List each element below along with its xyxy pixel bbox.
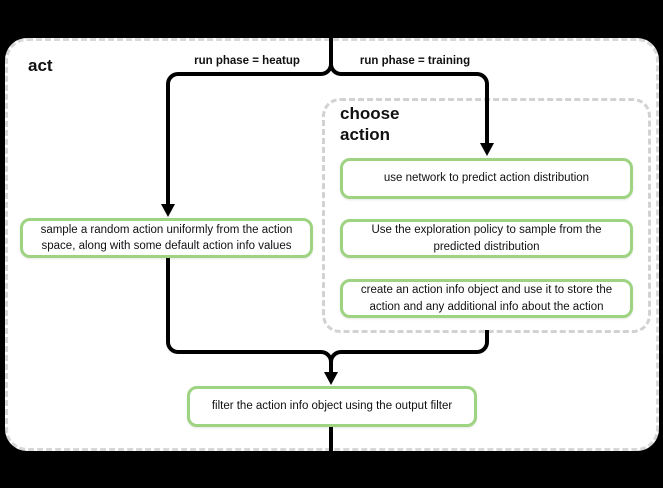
arrowhead-into-filter-node (324, 372, 338, 385)
training-corner-down (475, 72, 489, 92)
merge-hline-left (178, 350, 321, 354)
node-sample-random-action: sample a random action uniformly from th… (20, 218, 313, 258)
node-create-action-info: create an action info object and use it … (340, 279, 633, 318)
arrowhead-into-sample-node (161, 204, 175, 217)
group-out-vline (485, 330, 489, 336)
merge-junction-corner-right (329, 350, 343, 372)
heatup-branch-vline (166, 90, 170, 205)
arrowhead-into-predict-node (480, 143, 494, 156)
node-exploration-policy: Use the exploration policy to sample fro… (340, 219, 633, 258)
merge-stem-vline (329, 368, 333, 375)
branch-label-heatup: run phase = heatup (194, 55, 300, 67)
node-predict-distribution: use network to predict action distributi… (340, 158, 633, 199)
merge-corner-left (166, 334, 180, 354)
heatup-corner-down (166, 72, 180, 92)
branch-label-training: run phase = training (359, 55, 471, 67)
training-branch-hline (341, 72, 477, 76)
sample-out-vline (166, 256, 170, 336)
merge-corner-right (475, 334, 489, 354)
exit-vline (329, 426, 333, 451)
split-corner-right (329, 52, 343, 76)
node-output-filter: filter the action info object using the … (187, 386, 477, 427)
diagram-title: act (28, 56, 53, 75)
training-branch-vline (485, 90, 489, 144)
heatup-branch-hline (178, 72, 320, 76)
choose-action-group-label: choose action (340, 104, 400, 144)
trunk-line-top (329, 34, 333, 54)
merge-hline-right (341, 350, 477, 354)
